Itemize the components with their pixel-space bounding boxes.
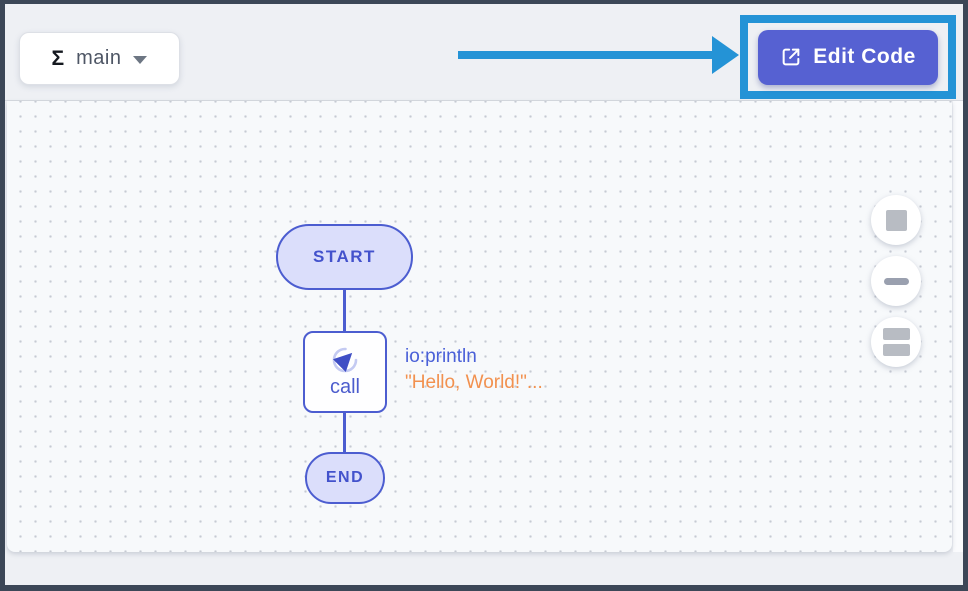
end-node[interactable]: END [305, 452, 385, 504]
diagram-editor-page: Σ main Edit Code START [5, 4, 963, 585]
square-icon [885, 209, 907, 231]
minus-icon [883, 277, 909, 285]
connector-start-to-call [343, 289, 346, 332]
connector-call-to-end [343, 412, 346, 453]
call-expression[interactable]: io:println "Hello, World!"... [405, 344, 543, 396]
diagram-canvas[interactable]: START call io:println "Hello, World [7, 101, 952, 552]
function-selector-label: main [76, 47, 122, 69]
topbar-divider [5, 100, 963, 101]
external-link-icon [782, 48, 800, 66]
canvas-control-zoom-out-button[interactable] [871, 256, 921, 306]
stacked-rectangles-icon [882, 328, 910, 356]
function-selector-dropdown[interactable]: Σ main [19, 32, 180, 85]
canvas-control-fit-button[interactable] [871, 195, 921, 245]
edit-code-button[interactable]: Edit Code [758, 29, 938, 85]
call-function-name: io:println [405, 346, 477, 367]
chevron-down-icon [133, 55, 148, 64]
annotation-arrow-head-icon [712, 36, 739, 74]
canvas-right-gutter [953, 101, 963, 552]
call-node[interactable]: call [303, 331, 387, 413]
canvas-control-layers-button[interactable] [871, 317, 921, 367]
annotation-arrow-shaft [458, 51, 714, 59]
end-node-label: END [325, 469, 365, 486]
call-function-arguments: "Hello, World!"... [405, 372, 543, 393]
sigma-icon: Σ [51, 46, 65, 70]
start-node[interactable]: START [276, 224, 413, 290]
call-arrow-icon [332, 347, 358, 373]
call-node-label: call [329, 376, 360, 398]
start-node-label: START [313, 247, 376, 266]
edit-code-label: Edit Code [813, 45, 916, 68]
annotation-highlight-box: Edit Code [740, 15, 956, 99]
